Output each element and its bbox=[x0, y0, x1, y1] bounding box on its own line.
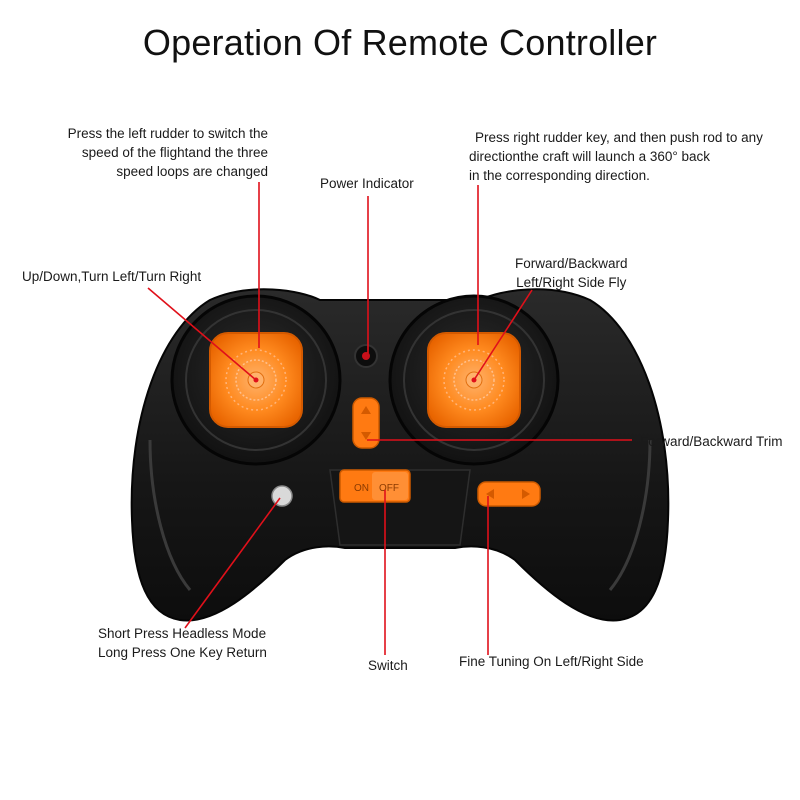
trim-up-icon bbox=[361, 406, 371, 414]
switch-on-label: ON bbox=[354, 483, 369, 494]
page-title: Operation Of Remote Controller bbox=[142, 22, 658, 63]
trim-left-icon bbox=[486, 489, 494, 499]
headless-line-2: Long Press One Key Return bbox=[98, 645, 267, 660]
switch-label: Switch bbox=[368, 658, 408, 673]
fine-tuning-label: Fine Tuning On Left/Right Side bbox=[459, 654, 644, 669]
right-rudder-callout: Press right rudder key, and then push ro… bbox=[469, 128, 763, 185]
switch-off-label: OFF bbox=[379, 483, 399, 494]
left-stick-label: Up/Down,Turn Left/Turn Right bbox=[22, 269, 202, 284]
trim-label: Forward/Backward Trim bbox=[640, 434, 783, 449]
left-rudder-line-2: speed of the flightand the three bbox=[81, 145, 268, 160]
trim-down-icon bbox=[361, 432, 371, 440]
callout-lines bbox=[147, 182, 632, 655]
left-rudder-callout: Press the left rudder to switch the spee… bbox=[68, 124, 268, 181]
right-rudder-line-3: in the corresponding direction. bbox=[469, 168, 650, 183]
left-rudder-line-3: speed loops are changed bbox=[116, 164, 268, 179]
headless-mode-callout: Short Press Headless Mode Long Press One… bbox=[98, 624, 267, 662]
power-led-icon bbox=[354, 344, 378, 368]
callout-line-left-stick bbox=[147, 287, 257, 381]
headless-button-icon[interactable] bbox=[271, 485, 293, 507]
trim-right-icon bbox=[522, 489, 530, 499]
callout-line-headless bbox=[184, 497, 281, 629]
right-rudder-line-2: directionthe craft will launch a 360° ba… bbox=[469, 149, 711, 164]
headless-line-1: Short Press Headless Mode bbox=[98, 626, 267, 641]
trim-horizontal-button[interactable] bbox=[477, 481, 541, 507]
right-stick-line-1: Forward/Backward bbox=[515, 256, 628, 271]
right-rudder-line-1: Press right rudder key, and then push ro… bbox=[475, 130, 763, 145]
right-stick-callout: Forward/Backward Left/Right Side Fly bbox=[515, 254, 628, 292]
trim-vertical-button[interactable] bbox=[352, 397, 380, 449]
right-stick-line-2: Left/Right Side Fly bbox=[516, 275, 627, 290]
callout-line-right-stick bbox=[473, 289, 533, 381]
power-switch[interactable]: ON OFF bbox=[339, 469, 411, 503]
power-indicator-label: Power Indicator bbox=[320, 176, 414, 191]
left-rudder-line-1: Press the left rudder to switch the bbox=[67, 126, 268, 141]
